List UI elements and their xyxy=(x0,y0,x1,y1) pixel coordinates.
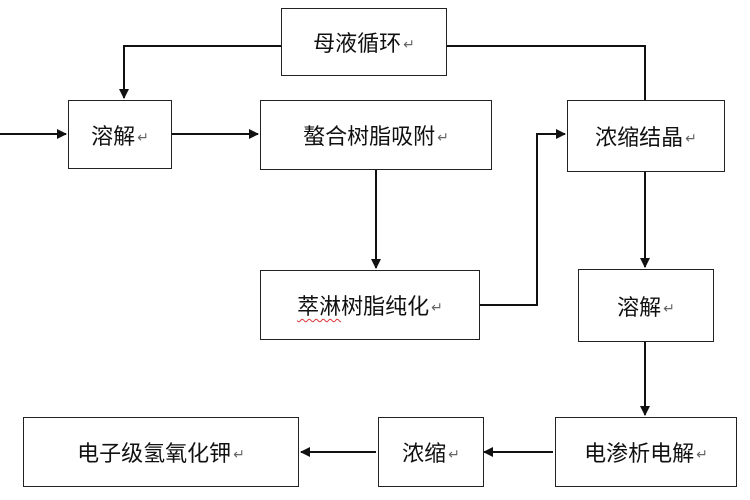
paragraph-mark: ↵ xyxy=(437,130,449,146)
node-label-part-2: 树脂纯化 xyxy=(341,295,430,320)
node-dissolve-1: 溶解↵ xyxy=(68,100,172,169)
node-label: 溶解 xyxy=(91,124,136,150)
node-extraction-resin-purification: 萃淋树脂纯化↵ xyxy=(260,270,480,340)
paragraph-mark: ↵ xyxy=(685,131,697,147)
paragraph-mark: ↵ xyxy=(137,129,149,146)
node-electrodialysis-electrolysis: 电渗析电解↵ xyxy=(555,417,737,487)
paragraph-mark: ↵ xyxy=(403,37,415,53)
paragraph-mark: ↵ xyxy=(696,447,708,463)
node-dissolve-2: 溶解↵ xyxy=(578,269,714,342)
node-label: 电渗析电解 xyxy=(584,442,695,467)
node-label-part-1: 萃淋 xyxy=(297,295,342,320)
arrow-elute-to-crystallize xyxy=(480,129,566,306)
paragraph-mark: ↵ xyxy=(448,447,460,463)
node-label: 浓缩 xyxy=(402,442,447,467)
node-label: 溶解 xyxy=(617,295,662,321)
paragraph-mark: ↵ xyxy=(233,447,245,463)
node-electronic-grade-koh: 电子级氢氧化钾↵ xyxy=(23,417,299,487)
node-label: 螯合树脂吸附 xyxy=(303,125,436,150)
node-chelate-resin-adsorption: 螯合树脂吸附↵ xyxy=(260,100,492,170)
paragraph-mark: ↵ xyxy=(663,300,675,317)
node-label: 电子级氢氧化钾 xyxy=(77,442,232,467)
node-label: 浓缩结晶 xyxy=(595,126,684,151)
node-concentrate-crystallize: 浓缩结晶↵ xyxy=(567,100,725,172)
paragraph-mark: ↵ xyxy=(431,300,443,316)
node-label: 母液循环 xyxy=(313,32,402,57)
node-concentrate: 浓缩↵ xyxy=(378,417,484,487)
node-mother-liquor-recycle: 母液循环↵ xyxy=(281,8,447,76)
